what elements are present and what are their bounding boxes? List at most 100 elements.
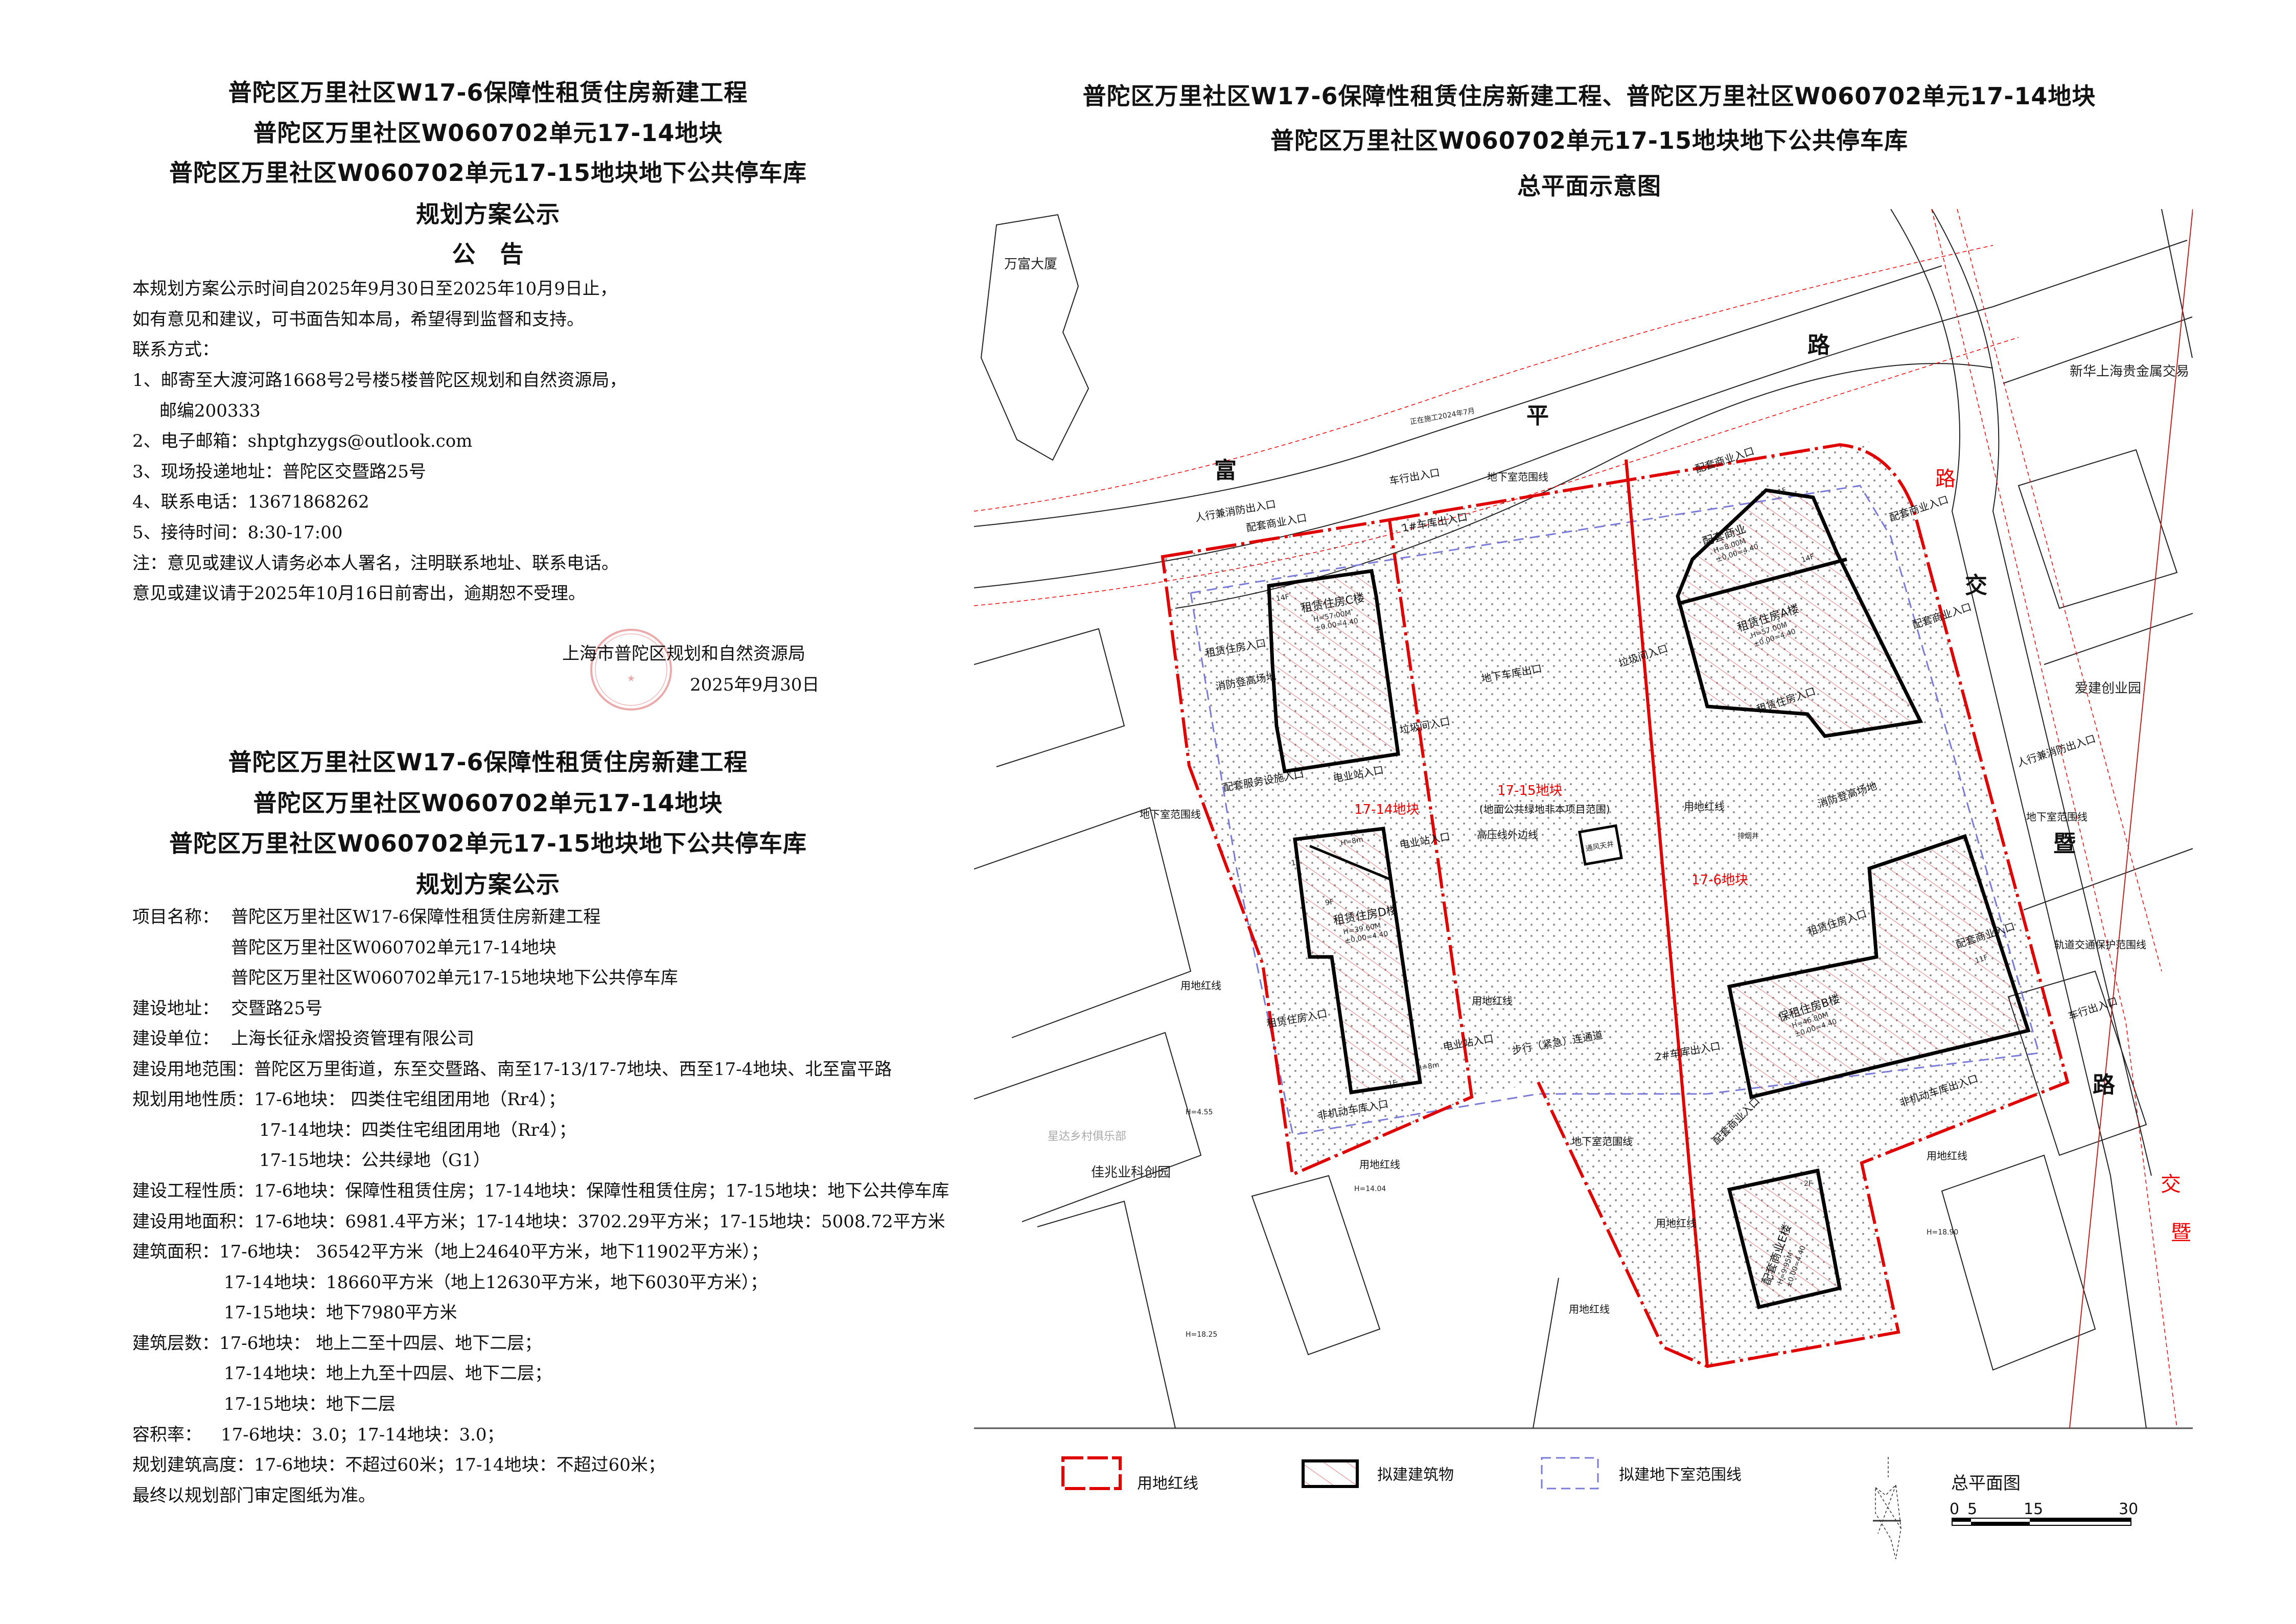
project-name-value: 普陀区万里社区W060702单元17-15地块地下公共停车库 <box>231 968 678 988</box>
notice-title-2: 普陀区万里社区W060702单元17-14地块 <box>253 119 723 147</box>
notice-line: 邮编200333 <box>159 401 261 421</box>
road-label-jiao-red: 交 <box>2161 1173 2181 1196</box>
project-name-label: 项目名称： <box>132 907 219 927</box>
label-basement-line: 地下室范围线 <box>1487 471 1548 483</box>
poi-xingda: 星达乡村俱乐部 <box>1048 1130 1126 1143</box>
notice-line: 本规划方案公示时间自2025年9月30日至2025年10月9日止， <box>132 279 617 299</box>
floor-count: 17-14地块：地上九至十四层、地下二层； <box>224 1363 552 1384</box>
label-redline: 用地红线 <box>1180 979 1221 992</box>
label-hv-line: 高压线外边线 <box>1477 829 1538 841</box>
land-range: 建设用地范围：普陀区万里街道，东至交暨路、南至17-13/17-7地块、西至17… <box>132 1059 892 1080</box>
project-nature: 建设工程性质：17-6地块：保障性租赁住房；17-14地块：保障性租赁住房；17… <box>132 1181 949 1201</box>
poi-xinhua: 新华上海贵金属交易 <box>2070 364 2189 379</box>
smoke-shaft-label: 排烟井 <box>1737 832 1759 840</box>
notice-heading: 公 告 <box>452 240 524 268</box>
poi-aijian: 爱建创业园 <box>2075 681 2141 696</box>
plan-title-1: 普陀区万里社区W17-6保障性租赁住房新建工程、普陀区万里社区W060702单元… <box>1082 82 2096 110</box>
scale-tick: 0 <box>1950 1500 1959 1518</box>
details-title-4: 规划方案公示 <box>416 871 560 898</box>
building-b <box>1727 834 2031 1100</box>
scale-title: 总平面图 <box>1951 1473 2021 1494</box>
road-label-ji-red: 暨 <box>2171 1221 2191 1245</box>
legend: 用地红线 拟建建筑物 拟建地下室范围线 <box>1061 1456 1742 1493</box>
far-row: 容积率：17-6地块：3.0；17-14地块：3.0； <box>132 1424 504 1446</box>
plan-title-2: 普陀区万里社区W060702单元17-15地块地下公共停车库 <box>1270 127 1908 154</box>
building-c-floors: 14F <box>1275 593 1290 603</box>
floor-count: 建筑层数：17-6地块： 地上二至十四层、地下二层； <box>132 1333 542 1354</box>
notice-line: 5、接待时间：8:30-17:00 <box>132 522 343 543</box>
building-d-1f-south: 1F <box>1387 1079 1397 1088</box>
legend-redline-swatch <box>1061 1456 1122 1490</box>
road-label-fu: 富 <box>1214 458 1237 484</box>
building-height: 规划建筑高度：17-6地块：不超过60米；17-14地块：不超过60米； <box>132 1455 665 1475</box>
notice-title-4: 规划方案公示 <box>416 200 560 228</box>
notice-line: 1、邮寄至大渡河路1668号2号楼5楼普陀区规划和自然资源局， <box>132 370 627 391</box>
notice-email[interactable]: 2、电子邮箱：shptghzygs@outlook.com <box>132 431 473 451</box>
notice-line: 3、现场投递地址：普陀区交暨路25号 <box>132 462 426 482</box>
project-name-row: 项目名称：普陀区万里社区W17-6保障性租赁住房新建工程 <box>132 906 600 928</box>
unit-value: 上海长征永熠投资管理有限公司 <box>231 1028 474 1049</box>
signature-date: 2025年9月30日 <box>690 675 820 695</box>
scale-tick: 30 <box>2119 1500 2138 1518</box>
plot-label-17-15: 17-15地块 <box>1497 783 1563 798</box>
legend-basement-label: 拟建地下室范围线 <box>1619 1466 1742 1484</box>
land-use: 规划用地性质：17-6地块： 四类住宅组团用地（Rr4）； <box>132 1089 566 1110</box>
details-title-1: 普陀区万里社区W17-6保障性租赁住房新建工程 <box>228 748 748 776</box>
road-label-lu-red: 路 <box>1935 467 1956 491</box>
label-basement-line: 地下室范围线 <box>1571 1135 1633 1148</box>
building-a-floors: 14F <box>1800 553 1816 564</box>
details-title-2: 普陀区万里社区W060702单元17-14地块 <box>253 789 723 817</box>
proposed-buildings <box>1267 488 2031 1310</box>
far-value: 17-6地块：3.0；17-14地块：3.0； <box>221 1425 504 1445</box>
details-title-3: 普陀区万里社区W060702单元17-15地块地下公共停车库 <box>169 830 807 857</box>
floor-area: 17-15地块：地下7980平方米 <box>224 1302 457 1323</box>
notice-line: 注：意见或建议人请务必本人署名，注明联系地址、联系电话。 <box>132 553 619 574</box>
road-label-lu: 路 <box>1807 332 1830 358</box>
height-label: H=18.90 <box>1927 1228 1958 1237</box>
building-d-h8-south: H=8m <box>1416 1061 1440 1073</box>
road-label-ji: 暨 <box>2053 831 2076 857</box>
scale-bar: 0 5 15 30 <box>1950 1500 2138 1526</box>
svg-text:★: ★ <box>627 673 635 684</box>
label-rail-line: 轨道交通保护范围线 <box>2054 939 2146 951</box>
scale-tick: 5 <box>1967 1500 1977 1518</box>
building-c <box>1267 569 1400 773</box>
address-value: 交暨路25号 <box>231 998 323 1019</box>
label-shop-entry: 配套商业入口 <box>1245 511 1308 534</box>
label-basement-line: 地下室范围线 <box>1140 808 1201 820</box>
notice-title-3: 普陀区万里社区W060702单元17-15地块地下公共停车库 <box>169 159 807 187</box>
plot-label-17-14: 17-14地块 <box>1354 802 1420 817</box>
unit-label: 建设单位： <box>132 1028 219 1049</box>
building-a <box>1676 488 1923 738</box>
final-note: 最终以规划部门审定图纸为准。 <box>132 1485 376 1506</box>
project-name-value: 普陀区万里社区W060702单元17-14地块 <box>231 937 556 958</box>
notice-line: 如有意见和建议，可书面告知本局，希望得到监督和支持。 <box>132 309 584 330</box>
label-basement-line: 地下室范围线 <box>2026 811 2088 823</box>
building-b-floors: 11F <box>1974 953 1989 965</box>
building-d <box>1293 827 1422 1094</box>
land-use: 17-14地块：四类住宅组团用地（Rr4）； <box>259 1120 576 1140</box>
building-d-h8: H=8m <box>1340 835 1364 848</box>
notice-title-1: 普陀区万里社区W17-6保障性租赁住房新建工程 <box>228 79 748 106</box>
unit-row: 建设单位： 上海长征永熠投资管理有限公司 <box>132 1027 474 1050</box>
label-redline: 用地红线 <box>1569 1303 1610 1315</box>
address-label: 建设地址： <box>132 998 219 1019</box>
plot-note-17-15: (地面公共绿地非本项目范围) <box>1479 803 1610 815</box>
building-d-1f: 1F <box>1290 858 1300 868</box>
road-label-ping: 平 <box>1526 403 1549 429</box>
label-fire-entry: 人行兼消防出入口 <box>2015 732 2097 769</box>
land-area: 建设用地面积：17-6地块：6981.4平方米；17-14地块：3702.29平… <box>132 1211 945 1232</box>
label-redline: 用地红线 <box>1684 800 1725 813</box>
building-d-divider <box>1309 844 1390 881</box>
north-arrow-icon <box>1873 1457 1901 1560</box>
floor-area: 17-14地块：18660平方米（地上12630平方米，地下6030平方米）； <box>224 1272 768 1293</box>
building-e <box>1727 1168 1842 1310</box>
shop-floors: 1F <box>1777 486 1788 496</box>
land-use: 17-15地块：公共绿地（G1） <box>259 1150 491 1171</box>
ventilation-well <box>1578 824 1623 866</box>
label-car-entry: 车行出入口 <box>1388 466 1441 487</box>
label-redline: 用地红线 <box>1656 1217 1697 1229</box>
building-d-floors: 9F <box>1325 898 1334 907</box>
official-seal-stamp: ★ <box>590 629 672 711</box>
